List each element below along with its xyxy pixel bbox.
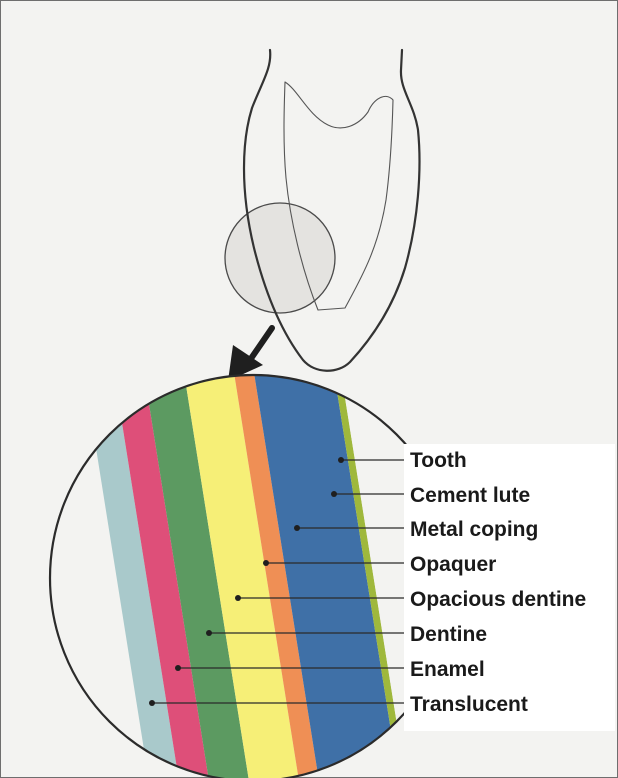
label-opaquer: Opaquer bbox=[410, 553, 496, 576]
magnifier-circle bbox=[225, 203, 335, 313]
label-translucent: Translucent bbox=[410, 693, 528, 716]
dot-opaquer bbox=[263, 560, 269, 566]
label-metal-coping: Metal coping bbox=[410, 518, 538, 541]
label-enamel: Enamel bbox=[410, 658, 485, 681]
label-dentine: Dentine bbox=[410, 623, 487, 646]
dot-opacious-dentine bbox=[235, 595, 241, 601]
dot-enamel bbox=[175, 665, 181, 671]
dot-metal-coping bbox=[294, 525, 300, 531]
dot-cement-lute bbox=[331, 491, 337, 497]
label-opacious-dentine: Opacious dentine bbox=[410, 588, 586, 611]
label-cement-lute: Cement lute bbox=[410, 484, 530, 507]
dot-tooth bbox=[338, 457, 344, 463]
dot-translucent bbox=[149, 700, 155, 706]
label-tooth: Tooth bbox=[410, 449, 467, 472]
dot-dentine bbox=[206, 630, 212, 636]
